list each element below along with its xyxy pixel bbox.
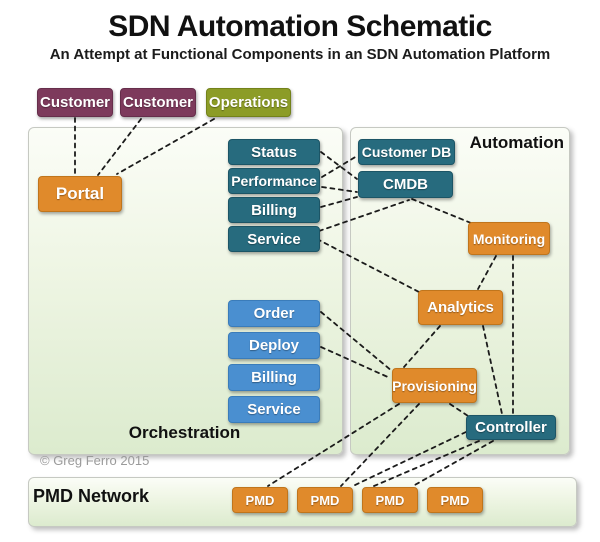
node-monitoring: Monitoring — [468, 222, 550, 255]
pmd-network-panel-label: PMD Network — [33, 486, 150, 506]
node-deploy: Deploy — [228, 332, 320, 359]
copyright-text: © Greg Ferro 2015 — [40, 453, 150, 468]
node-billing-bottom: Billing — [228, 364, 320, 391]
node-pmd-1: PMD — [232, 487, 288, 513]
node-customer-1: Customer — [37, 88, 113, 117]
node-operations: Operations — [206, 88, 291, 117]
page-title: SDN Automation Schematic — [108, 10, 492, 43]
node-provisioning: Provisioning — [392, 368, 477, 403]
node-pmd-3: PMD — [362, 487, 418, 513]
node-controller: Controller — [466, 415, 556, 440]
node-status: Status — [228, 139, 320, 165]
node-service-bottom: Service — [228, 396, 320, 423]
node-customer-db: Customer DB — [358, 139, 455, 165]
node-order: Order — [228, 300, 320, 327]
node-pmd-4: PMD — [427, 487, 483, 513]
node-cmdb: CMDB — [358, 171, 453, 198]
page-subtitle: An Attempt at Functional Components in a… — [49, 46, 551, 63]
node-billing-top: Billing — [228, 197, 320, 223]
automation-panel-label: Automation — [469, 133, 564, 152]
node-customer-2: Customer — [120, 88, 196, 117]
node-pmd-2: PMD — [297, 487, 353, 513]
node-portal: Portal — [38, 176, 122, 212]
node-analytics: Analytics — [418, 290, 503, 325]
node-service-top: Service — [228, 226, 320, 252]
orchestration-panel-label: Orchestration — [128, 423, 241, 442]
node-performance: Performance — [228, 168, 320, 194]
